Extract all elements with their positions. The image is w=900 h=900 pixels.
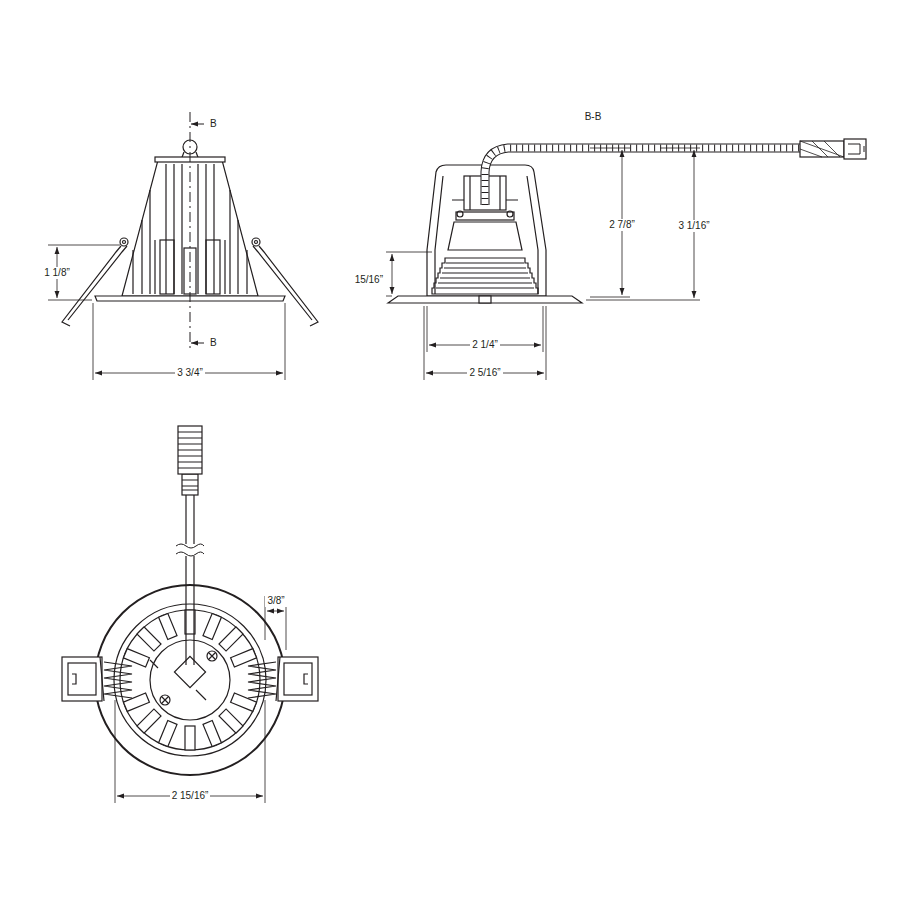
bottom-view xyxy=(72,657,104,701)
bottom-view xyxy=(150,660,206,700)
section-line xyxy=(191,124,204,125)
bottom-view xyxy=(209,653,215,659)
bottom-view xyxy=(62,657,102,701)
bottom-view xyxy=(231,649,257,667)
section-title: B-B xyxy=(583,111,604,123)
section-view xyxy=(479,296,491,303)
bottom-view xyxy=(278,657,318,701)
cable xyxy=(844,139,866,159)
dimension-lines xyxy=(386,148,700,380)
bottom-view xyxy=(203,721,221,747)
dimension-lines xyxy=(93,303,285,380)
section-view xyxy=(436,263,534,288)
bottom-view xyxy=(207,651,217,661)
section-view xyxy=(388,296,582,303)
cable xyxy=(178,426,202,474)
bottom-view xyxy=(219,709,243,733)
bottom-view xyxy=(159,613,177,639)
section-line xyxy=(190,112,191,352)
bottom-view xyxy=(114,604,266,756)
front-view xyxy=(255,241,258,244)
dimension-label: 2 7/8” xyxy=(607,219,637,231)
cable xyxy=(182,474,198,495)
bottom-view xyxy=(95,585,285,775)
bottom-view xyxy=(231,693,257,711)
dimension-label: 2 15/16” xyxy=(170,790,211,802)
front-view xyxy=(120,238,128,246)
dimension-lines xyxy=(427,306,543,352)
bottom-view xyxy=(219,627,243,651)
section-view xyxy=(457,211,463,217)
front-view xyxy=(259,246,318,326)
dimension-lines xyxy=(115,700,265,803)
dimension-lines xyxy=(386,252,432,296)
dimension-lines xyxy=(265,596,286,650)
bottom-view xyxy=(284,663,312,695)
bottom-view xyxy=(137,709,161,733)
bottom-view xyxy=(159,721,177,747)
dimension-label: 2 5/16” xyxy=(467,367,502,379)
bottom-view xyxy=(185,726,195,750)
section-mark: B xyxy=(208,118,219,130)
section-view xyxy=(448,222,522,250)
front-view xyxy=(252,238,260,246)
cable xyxy=(178,432,202,468)
dimension-lines xyxy=(267,611,284,612)
cable xyxy=(176,426,204,665)
section-view xyxy=(456,212,514,220)
dimension-lines xyxy=(392,254,393,294)
front-view xyxy=(160,240,174,294)
cable xyxy=(485,148,800,205)
section-mark: B xyxy=(208,337,219,349)
section-view xyxy=(432,258,538,294)
bottom-view xyxy=(123,693,149,711)
cable xyxy=(182,480,198,490)
bottom-view xyxy=(160,695,170,705)
dimension-label: 3/8” xyxy=(265,595,286,607)
bottom-view xyxy=(120,610,260,750)
cable xyxy=(800,141,844,157)
cable xyxy=(485,148,800,205)
section-line xyxy=(190,112,204,352)
front-view xyxy=(62,246,121,326)
bottom-view xyxy=(203,613,221,639)
front-view xyxy=(68,246,127,320)
front-view xyxy=(123,241,126,244)
cable xyxy=(485,139,866,205)
bottom-view xyxy=(62,585,318,775)
dimension-label: 2 1/4” xyxy=(470,339,500,351)
dimension-label: 3 1/16” xyxy=(676,220,711,232)
bottom-view xyxy=(248,662,276,698)
dimension-label: 1 1/8” xyxy=(42,267,72,279)
dimension-lines xyxy=(424,306,546,380)
cable xyxy=(186,495,194,665)
dimension-lines xyxy=(115,596,286,803)
bottom-view xyxy=(162,697,168,703)
bottom-view xyxy=(137,627,161,651)
dimension-lines xyxy=(48,245,285,380)
front-view xyxy=(253,246,312,320)
cable xyxy=(848,144,864,154)
section-line xyxy=(191,343,204,344)
bottom-view xyxy=(174,656,205,687)
cable xyxy=(176,544,204,556)
bottom-view xyxy=(104,662,132,698)
front-view xyxy=(206,240,220,294)
cable xyxy=(800,141,844,157)
bottom-view xyxy=(123,649,149,667)
section-view xyxy=(507,211,513,217)
bottom-view xyxy=(150,640,230,720)
bottom-view xyxy=(276,657,308,701)
dimension-label: 15/16” xyxy=(353,274,385,286)
cable xyxy=(485,148,800,205)
bottom-view xyxy=(68,663,96,695)
dimension-label: 3 3/4” xyxy=(175,367,205,379)
